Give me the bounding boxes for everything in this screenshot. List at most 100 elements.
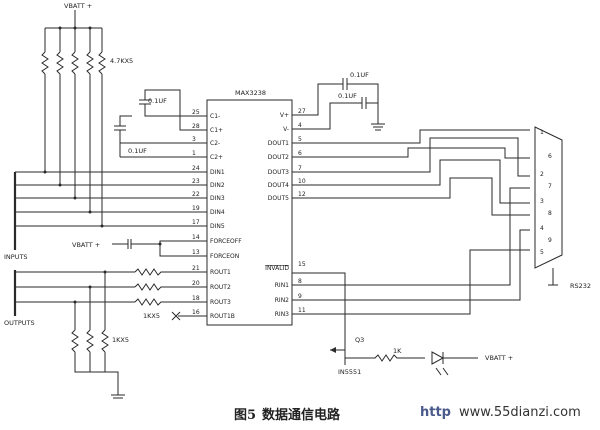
chip-pin-name: C2+: [210, 154, 223, 161]
status-led-driver: Q3 IN5551 1K VBATT +: [292, 272, 513, 376]
chip-pin-name: DOUT2: [268, 154, 289, 161]
chip-pin-name: FORCEOFF: [210, 238, 242, 245]
force-control: VBATT +: [72, 239, 207, 257]
capacitor-c2-label: 0.1UF: [128, 147, 147, 155]
pullup-resistor-label: 4.7KX5: [110, 57, 133, 65]
chip-pin-name: DIN5: [210, 223, 225, 230]
chip-pin-number: 18: [192, 295, 200, 302]
chip-pin-number: 14: [192, 234, 200, 241]
vbatt-top-label: VBATT +: [64, 2, 92, 10]
capacitor-vminus: 0.1UF: [292, 92, 378, 130]
db9-connector: RS232: [534, 126, 591, 290]
chip-pin-name: ROUT2: [210, 284, 231, 291]
chip-pin-number: 5: [298, 136, 302, 143]
inputs-label: INPUTS: [4, 253, 28, 261]
chip-pin-number: 21: [192, 265, 200, 272]
chip-right-pins: 27V+4V-5DOUT16DOUT27DOUT310DOUT412DOUT51…: [265, 108, 306, 318]
chip-pin-name: ROUT3: [210, 299, 231, 306]
capacitor-c1-label: 0.1UF: [148, 97, 167, 105]
db9-pin-number: 5: [540, 249, 544, 256]
db9-pin-number: 8: [548, 210, 552, 217]
chip-pin-name: DIN1: [210, 169, 225, 176]
figure-caption: 图5 数据通信电路: [228, 404, 340, 423]
pullup-resistor-array: VBATT +: [41, 2, 133, 226]
chip-pin-name: C1-: [210, 113, 220, 120]
chip-pin-name: DOUT1: [268, 140, 289, 147]
ground-symbol: [371, 116, 385, 131]
watermark-site: www.55dianzi.com: [459, 405, 581, 420]
rs232-wiring: [292, 129, 530, 315]
chip-pin-name: RIN1: [275, 282, 289, 289]
chip-pin-number: 12: [298, 191, 306, 198]
vbatt-led-label: VBATT +: [485, 354, 513, 362]
chip-pin-name: C2-: [210, 140, 220, 147]
chip-pin-name: DIN3: [210, 195, 225, 202]
chip-pin-number: 7: [298, 165, 302, 172]
chip-pin-name: V-: [283, 126, 289, 133]
series-resistor: [134, 268, 207, 276]
figure-title: 数据通信电路: [262, 408, 341, 423]
diode-label: IN5551: [338, 368, 361, 376]
db9-pin-number: 9: [548, 237, 552, 244]
pullup-resistor: [56, 28, 64, 185]
chip-pin-name: INVALID: [265, 265, 289, 272]
chip-pin-name: DOUT4: [268, 182, 289, 189]
chip-label: MAX3238: [235, 89, 266, 97]
pullup-resistor: [98, 28, 106, 226]
db9-pin-number: 2: [540, 171, 544, 178]
watermark-prefix: http: [420, 405, 451, 420]
led-icon: [431, 351, 449, 376]
capacitor-c2: 0.1UF: [114, 115, 207, 158]
chip-pin-number: 6: [298, 150, 302, 157]
chip-pin-name: RIN2: [275, 297, 289, 304]
chip-pin-name: V+: [280, 112, 289, 119]
chip-pin-number: 25: [192, 109, 200, 116]
chip-pin-number: 16: [192, 309, 200, 316]
vbatt-force-label: VBATT +: [72, 241, 100, 249]
chip-pin-number: 19: [192, 205, 200, 212]
chip-pin-name: RIN3: [275, 311, 289, 318]
chip-pin-name: DIN2: [210, 182, 225, 189]
chip-pin-number: 1: [192, 150, 196, 157]
db9-pin-number: 4: [540, 225, 544, 232]
capacitor-c1: 0.1UF: [139, 89, 207, 131]
chip-pin-number: 13: [192, 249, 200, 256]
chip-pin-number: 28: [192, 123, 200, 130]
db9-pin-number: 6: [548, 153, 552, 160]
chip-pin-name: C1+: [210, 127, 223, 134]
inputs-bus: INPUTS: [4, 170, 207, 261]
site-watermark: http www.55dianzi.com: [420, 405, 581, 420]
chip-pin-name: ROUT1B: [210, 313, 235, 320]
db9-pin-number: 3: [540, 198, 544, 205]
outputs-label: OUTPUTS: [4, 319, 35, 327]
chip-pin-number: 11: [298, 307, 306, 314]
output-pulldown-label: 1KX5: [112, 336, 129, 344]
chip-pin-name: DOUT3: [268, 169, 289, 176]
chip-pin-number: 22: [192, 191, 200, 198]
chip-pin-name: ROUT1: [210, 269, 231, 276]
chip-pin-number: 24: [192, 165, 200, 172]
series-resistor: [134, 283, 207, 291]
pullup-resistor: [41, 28, 49, 172]
capacitor-vplus-label: 0.1UF: [350, 71, 369, 79]
chip-pin-number: 20: [192, 280, 200, 287]
series-resistor: [134, 298, 207, 306]
transistor-label: Q3: [355, 336, 364, 344]
pullup-resistor: [86, 28, 94, 212]
chip-pin-number: 3: [192, 136, 196, 143]
chip-pin-name: FORCEON: [210, 253, 239, 260]
chip-pin-name: DOUT5: [268, 195, 289, 202]
chip-pin-name: DIN4: [210, 209, 225, 216]
pullup-resistor: [71, 28, 79, 198]
chip-pin-number: 9: [298, 293, 302, 300]
series-resistor-label: 1KX5: [143, 312, 160, 320]
chip-pin-number: 27: [298, 108, 306, 115]
figure-number: 图5: [234, 408, 257, 423]
capacitor-vplus: 0.1UF: [292, 71, 379, 116]
outputs-bus: OUTPUTS: [4, 270, 135, 327]
chip-pin-number: 23: [192, 178, 200, 185]
capacitor-vminus-label: 0.1UF: [338, 92, 357, 100]
chip-pin-number: 4: [298, 122, 302, 129]
